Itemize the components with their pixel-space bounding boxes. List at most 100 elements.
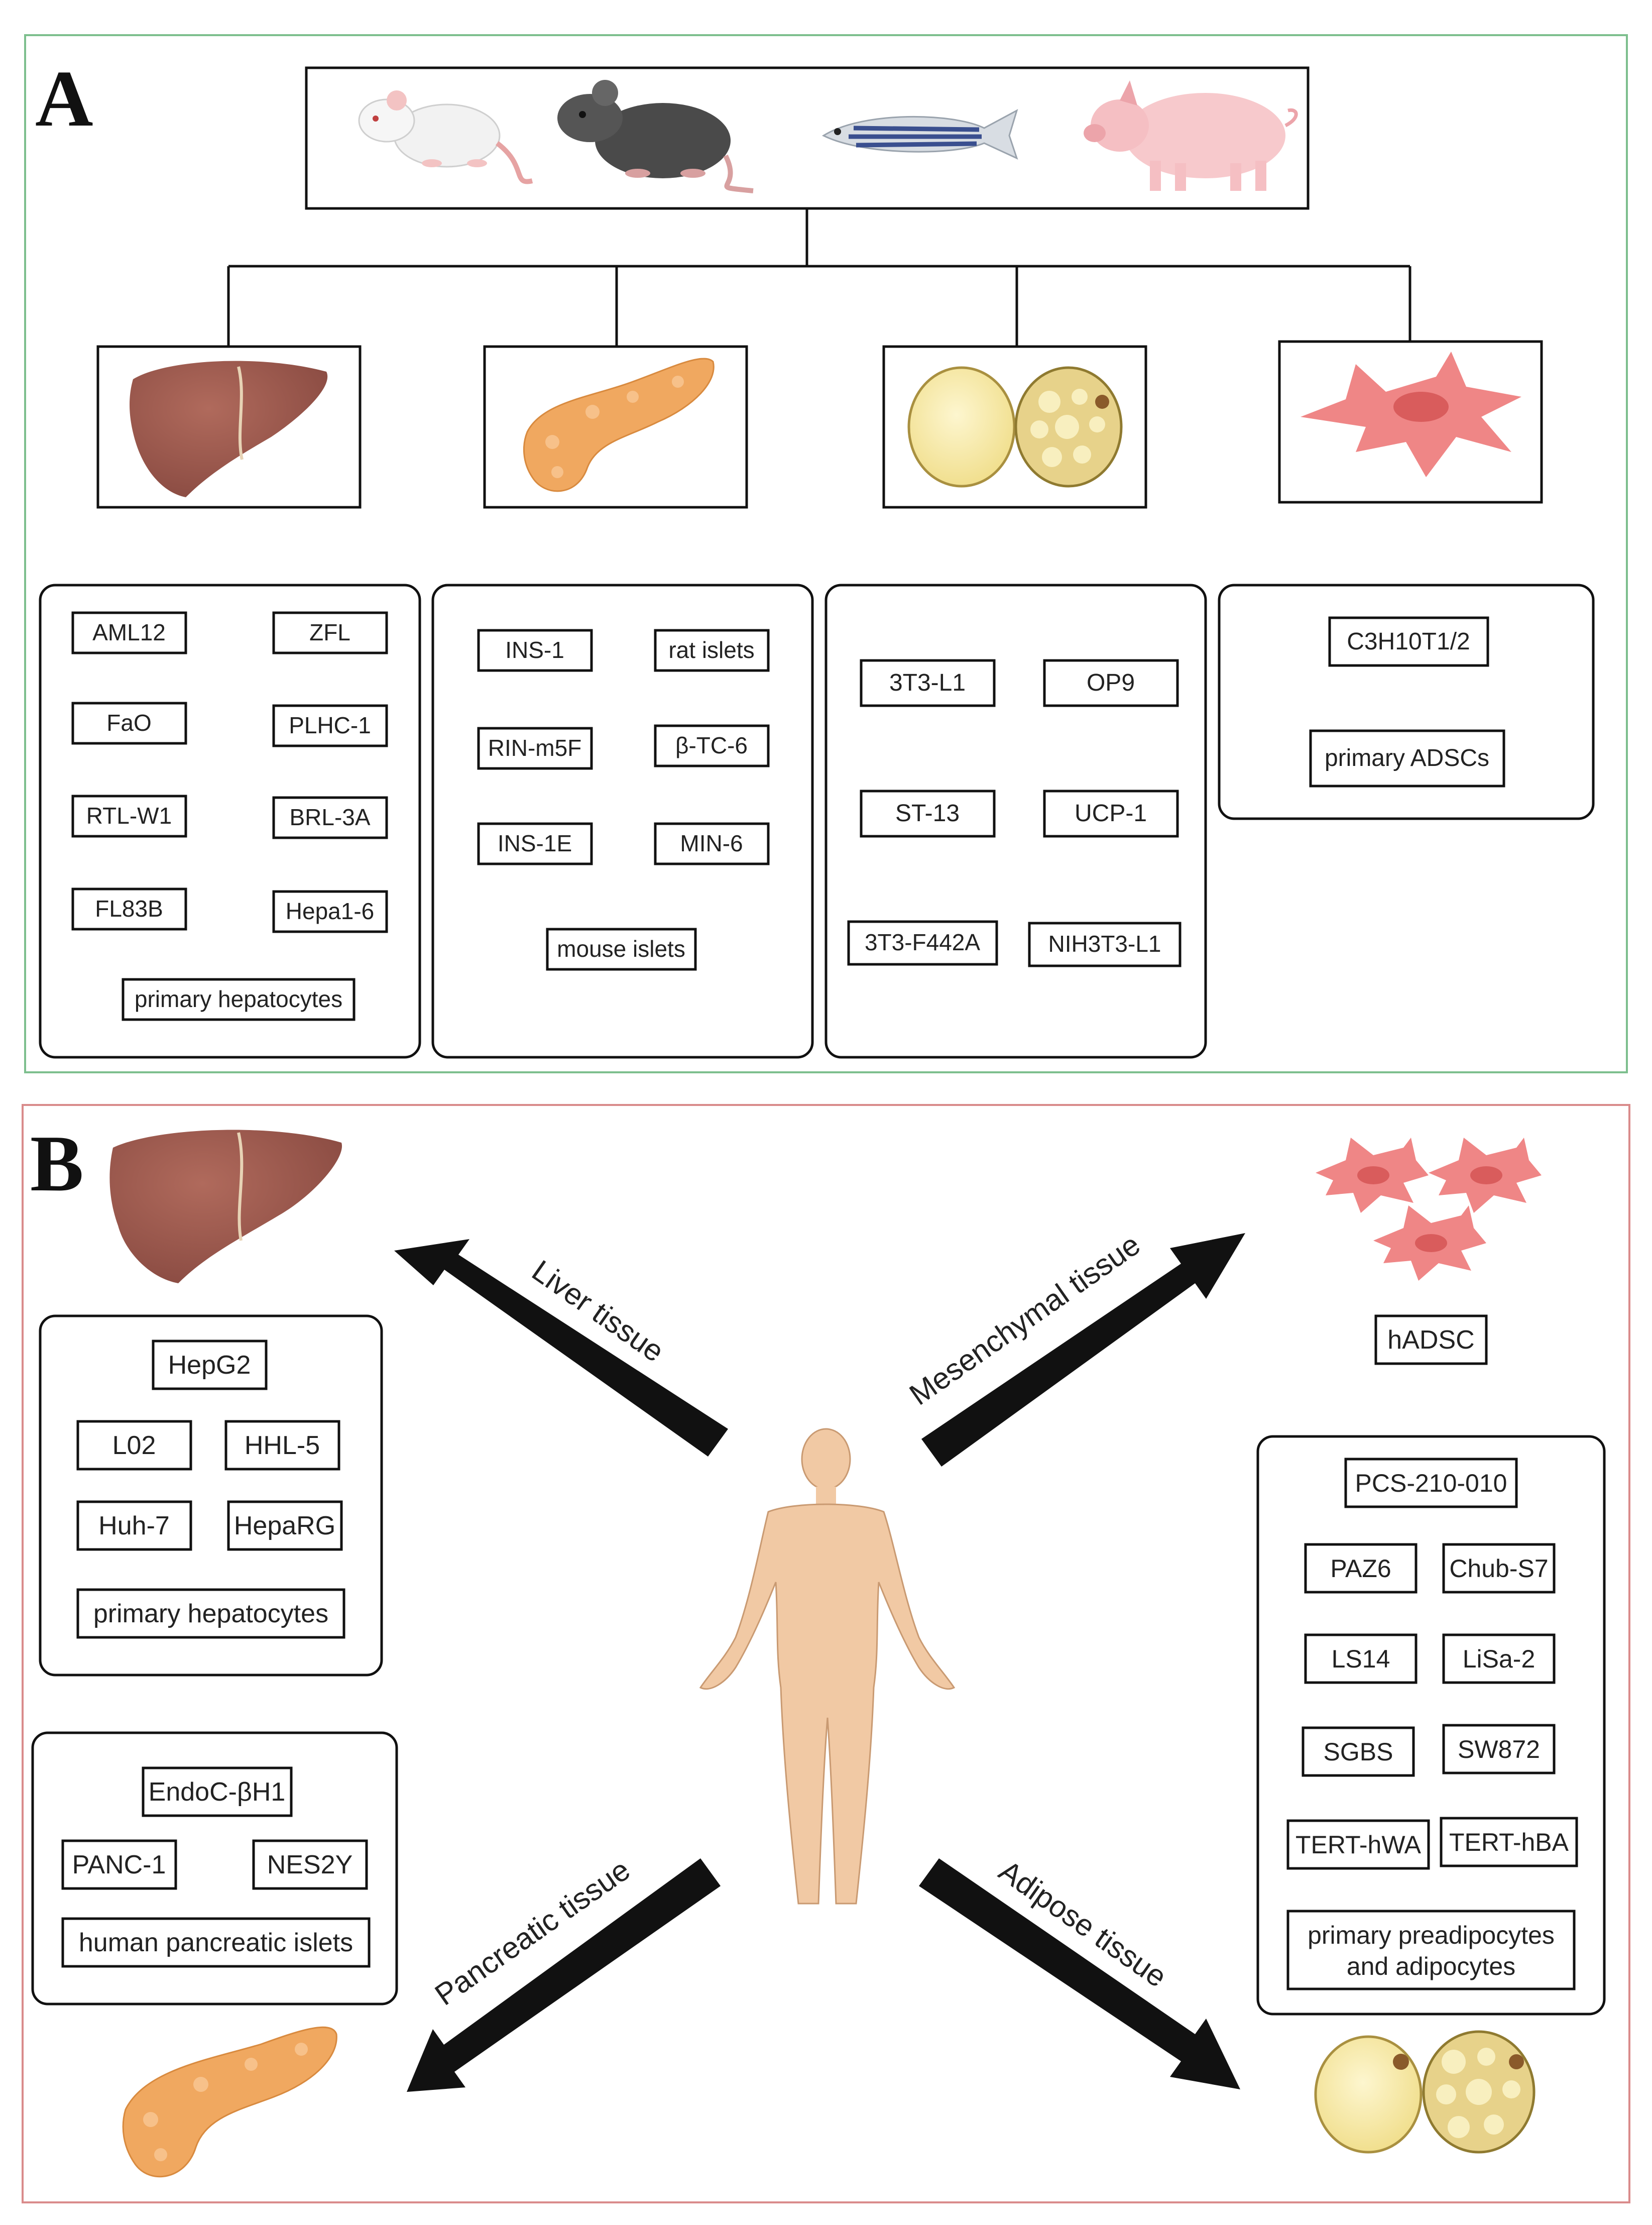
liver-icon	[130, 361, 328, 497]
svg-text:human pancreatic islets: human pancreatic islets	[79, 1928, 353, 1957]
panel-b-letter: B	[30, 1119, 84, 1208]
pancreas-icon	[523, 358, 715, 492]
adipose-tissue-arrow	[919, 1858, 1240, 2089]
liver-icon	[109, 1130, 342, 1283]
svg-text:HepaRG: HepaRG	[234, 1511, 335, 1540]
zebrafish-icon	[821, 108, 1018, 160]
human-pancreatic-cell-2: NES2Y	[252, 1839, 368, 1890]
human-adipose-cell-5: SGBS	[1302, 1726, 1415, 1777]
svg-text:3T3-L1: 3T3-L1	[889, 670, 966, 696]
human-pancreatic-cell-3: human pancreatic islets	[61, 1917, 371, 1968]
cell-line-liver-1: ZFL	[272, 611, 388, 654]
svg-text:EndoC-βH1: EndoC-βH1	[149, 1777, 286, 1807]
cell-line-adipose-0: 3T3-L1	[860, 659, 996, 707]
human-liver-cell-4: HepaRG	[227, 1500, 343, 1551]
panel-b: B Liver tissue	[22, 1104, 1630, 2203]
cell-line-pancreas-6: mouse islets	[546, 928, 697, 971]
human-pancreatic-cell-1: PANC-1	[61, 1839, 177, 1890]
cell-line-mesenchymal-0: C3H10T1/2	[1328, 616, 1489, 667]
cell-line-pancreas-4: INS-1E	[477, 822, 593, 865]
svg-text:PAZ6: PAZ6	[1330, 1554, 1391, 1583]
panel-b-border	[22, 1104, 1630, 2203]
human-adipose-cell-0: PCS-210-010	[1344, 1458, 1518, 1508]
svg-text:NES2Y: NES2Y	[267, 1850, 353, 1879]
svg-text:TERT-hWA: TERT-hWA	[1295, 1831, 1422, 1859]
human-adipose-cell-8: TERT-hBA	[1440, 1817, 1578, 1867]
svg-text:LS14: LS14	[1332, 1645, 1390, 1673]
svg-text:C3H10T1/2: C3H10T1/2	[1347, 628, 1470, 655]
svg-text:mouse islets: mouse islets	[557, 936, 685, 962]
svg-text:PLHC-1: PLHC-1	[289, 712, 371, 738]
svg-text:β-TC-6: β-TC-6	[675, 732, 748, 758]
svg-text:HepG2: HepG2	[168, 1351, 251, 1380]
human-liver-cell-2: HHL-5	[224, 1420, 340, 1471]
human-mesenchymal-cell-0: hADSC	[1374, 1314, 1488, 1365]
human-figure-icon	[699, 1428, 956, 1905]
svg-text:PCS-210-010: PCS-210-010	[1355, 1469, 1507, 1497]
panel-a-border	[24, 34, 1628, 1073]
black-rat-icon	[557, 80, 754, 193]
panel-a: A	[24, 34, 1628, 1073]
svg-text:primary hepatocytes: primary hepatocytes	[93, 1599, 328, 1628]
svg-text:TERT-hBA: TERT-hBA	[1449, 1828, 1569, 1856]
svg-text:and adipocytes: and adipocytes	[1347, 1952, 1515, 1980]
adipocytes-icon	[1314, 2030, 1536, 2154]
svg-text:primary ADSCs: primary ADSCs	[1325, 745, 1489, 771]
cell-line-liver-7: Hepa1-6	[272, 890, 388, 933]
svg-text:FL83B: FL83B	[95, 896, 163, 922]
white-mouse-icon	[358, 90, 533, 184]
svg-text:INS-1E: INS-1E	[498, 830, 572, 856]
human-liver-cell-5: primary hepatocytes	[76, 1588, 345, 1639]
tree-connectors	[227, 208, 1411, 347]
cell-line-pancreas-3: β-TC-6	[654, 724, 770, 767]
mesenchymal-cells-icon	[1316, 1138, 1542, 1281]
svg-text:MIN-6: MIN-6	[680, 830, 743, 856]
pancreas-icon	[122, 2026, 337, 2177]
adipocytes-icon	[907, 366, 1123, 488]
cell-line-pancreas-2: RIN-m5F	[477, 727, 593, 770]
svg-text:AML12: AML12	[92, 619, 166, 645]
human-adipose-cell-6: SW872	[1442, 1724, 1556, 1774]
human-adipose-cell-1: PAZ6	[1304, 1543, 1418, 1594]
svg-text:primary hepatocytes: primary hepatocytes	[135, 986, 342, 1012]
liver-tissue-arrow	[394, 1239, 728, 1457]
cell-line-liver-3: PLHC-1	[272, 704, 388, 747]
cell-line-liver-6: FL83B	[71, 887, 187, 931]
panel-a-letter: A	[35, 54, 93, 143]
cell-line-adipose-4: 3T3-F442A	[847, 920, 998, 966]
mesenchymal-cell-icon	[1301, 352, 1521, 477]
cell-line-liver-8: primary hepatocytes	[122, 978, 356, 1021]
cell-line-adipose-2: ST-13	[860, 790, 996, 838]
human-adipose-cell-3: LS14	[1304, 1633, 1418, 1684]
pancreas-cells-group	[431, 584, 814, 1059]
svg-text:L02: L02	[112, 1431, 156, 1460]
svg-text:Huh-7: Huh-7	[98, 1511, 170, 1540]
cell-line-mesenchymal-1: primary ADSCs	[1309, 729, 1505, 788]
cell-line-liver-2: FaO	[71, 702, 187, 745]
human-liver-cell-1: L02	[76, 1420, 192, 1471]
cell-line-adipose-5: NIH3T3-L1	[1028, 922, 1182, 967]
svg-text:ZFL: ZFL	[309, 619, 350, 645]
human-adipose-cell-2: Chub-S7	[1442, 1543, 1556, 1594]
svg-text:SW872: SW872	[1458, 1735, 1540, 1763]
human-adipose-cell-7: TERT-hWA	[1286, 1819, 1430, 1870]
svg-text:rat islets: rat islets	[668, 637, 754, 663]
svg-text:BRL-3A: BRL-3A	[289, 804, 370, 830]
human-adipose-cell-9: primary preadipocytes and adipocytes	[1286, 1910, 1576, 1990]
svg-text:INS-1: INS-1	[505, 637, 564, 663]
svg-text:HHL-5: HHL-5	[245, 1431, 320, 1460]
svg-text:FaO: FaO	[106, 710, 151, 736]
cell-line-adipose-3: UCP-1	[1043, 790, 1179, 838]
svg-text:3T3-F442A: 3T3-F442A	[865, 929, 980, 955]
human-adipose-cell-4: LiSa-2	[1442, 1633, 1556, 1684]
human-pancreatic-cell-0: EndoC-βH1	[142, 1766, 293, 1817]
svg-text:primary preadipocytes: primary preadipocytes	[1308, 1921, 1555, 1949]
svg-text:RTL-W1: RTL-W1	[86, 803, 172, 829]
cell-line-pancreas-0: INS-1	[477, 629, 593, 672]
svg-text:ST-13: ST-13	[895, 800, 960, 827]
mesenchymal-tissue-arrow	[921, 1233, 1245, 1467]
cell-line-pancreas-5: MIN-6	[654, 822, 770, 865]
svg-text:SGBS: SGBS	[1324, 1738, 1393, 1766]
svg-text:Hepa1-6: Hepa1-6	[286, 898, 374, 924]
